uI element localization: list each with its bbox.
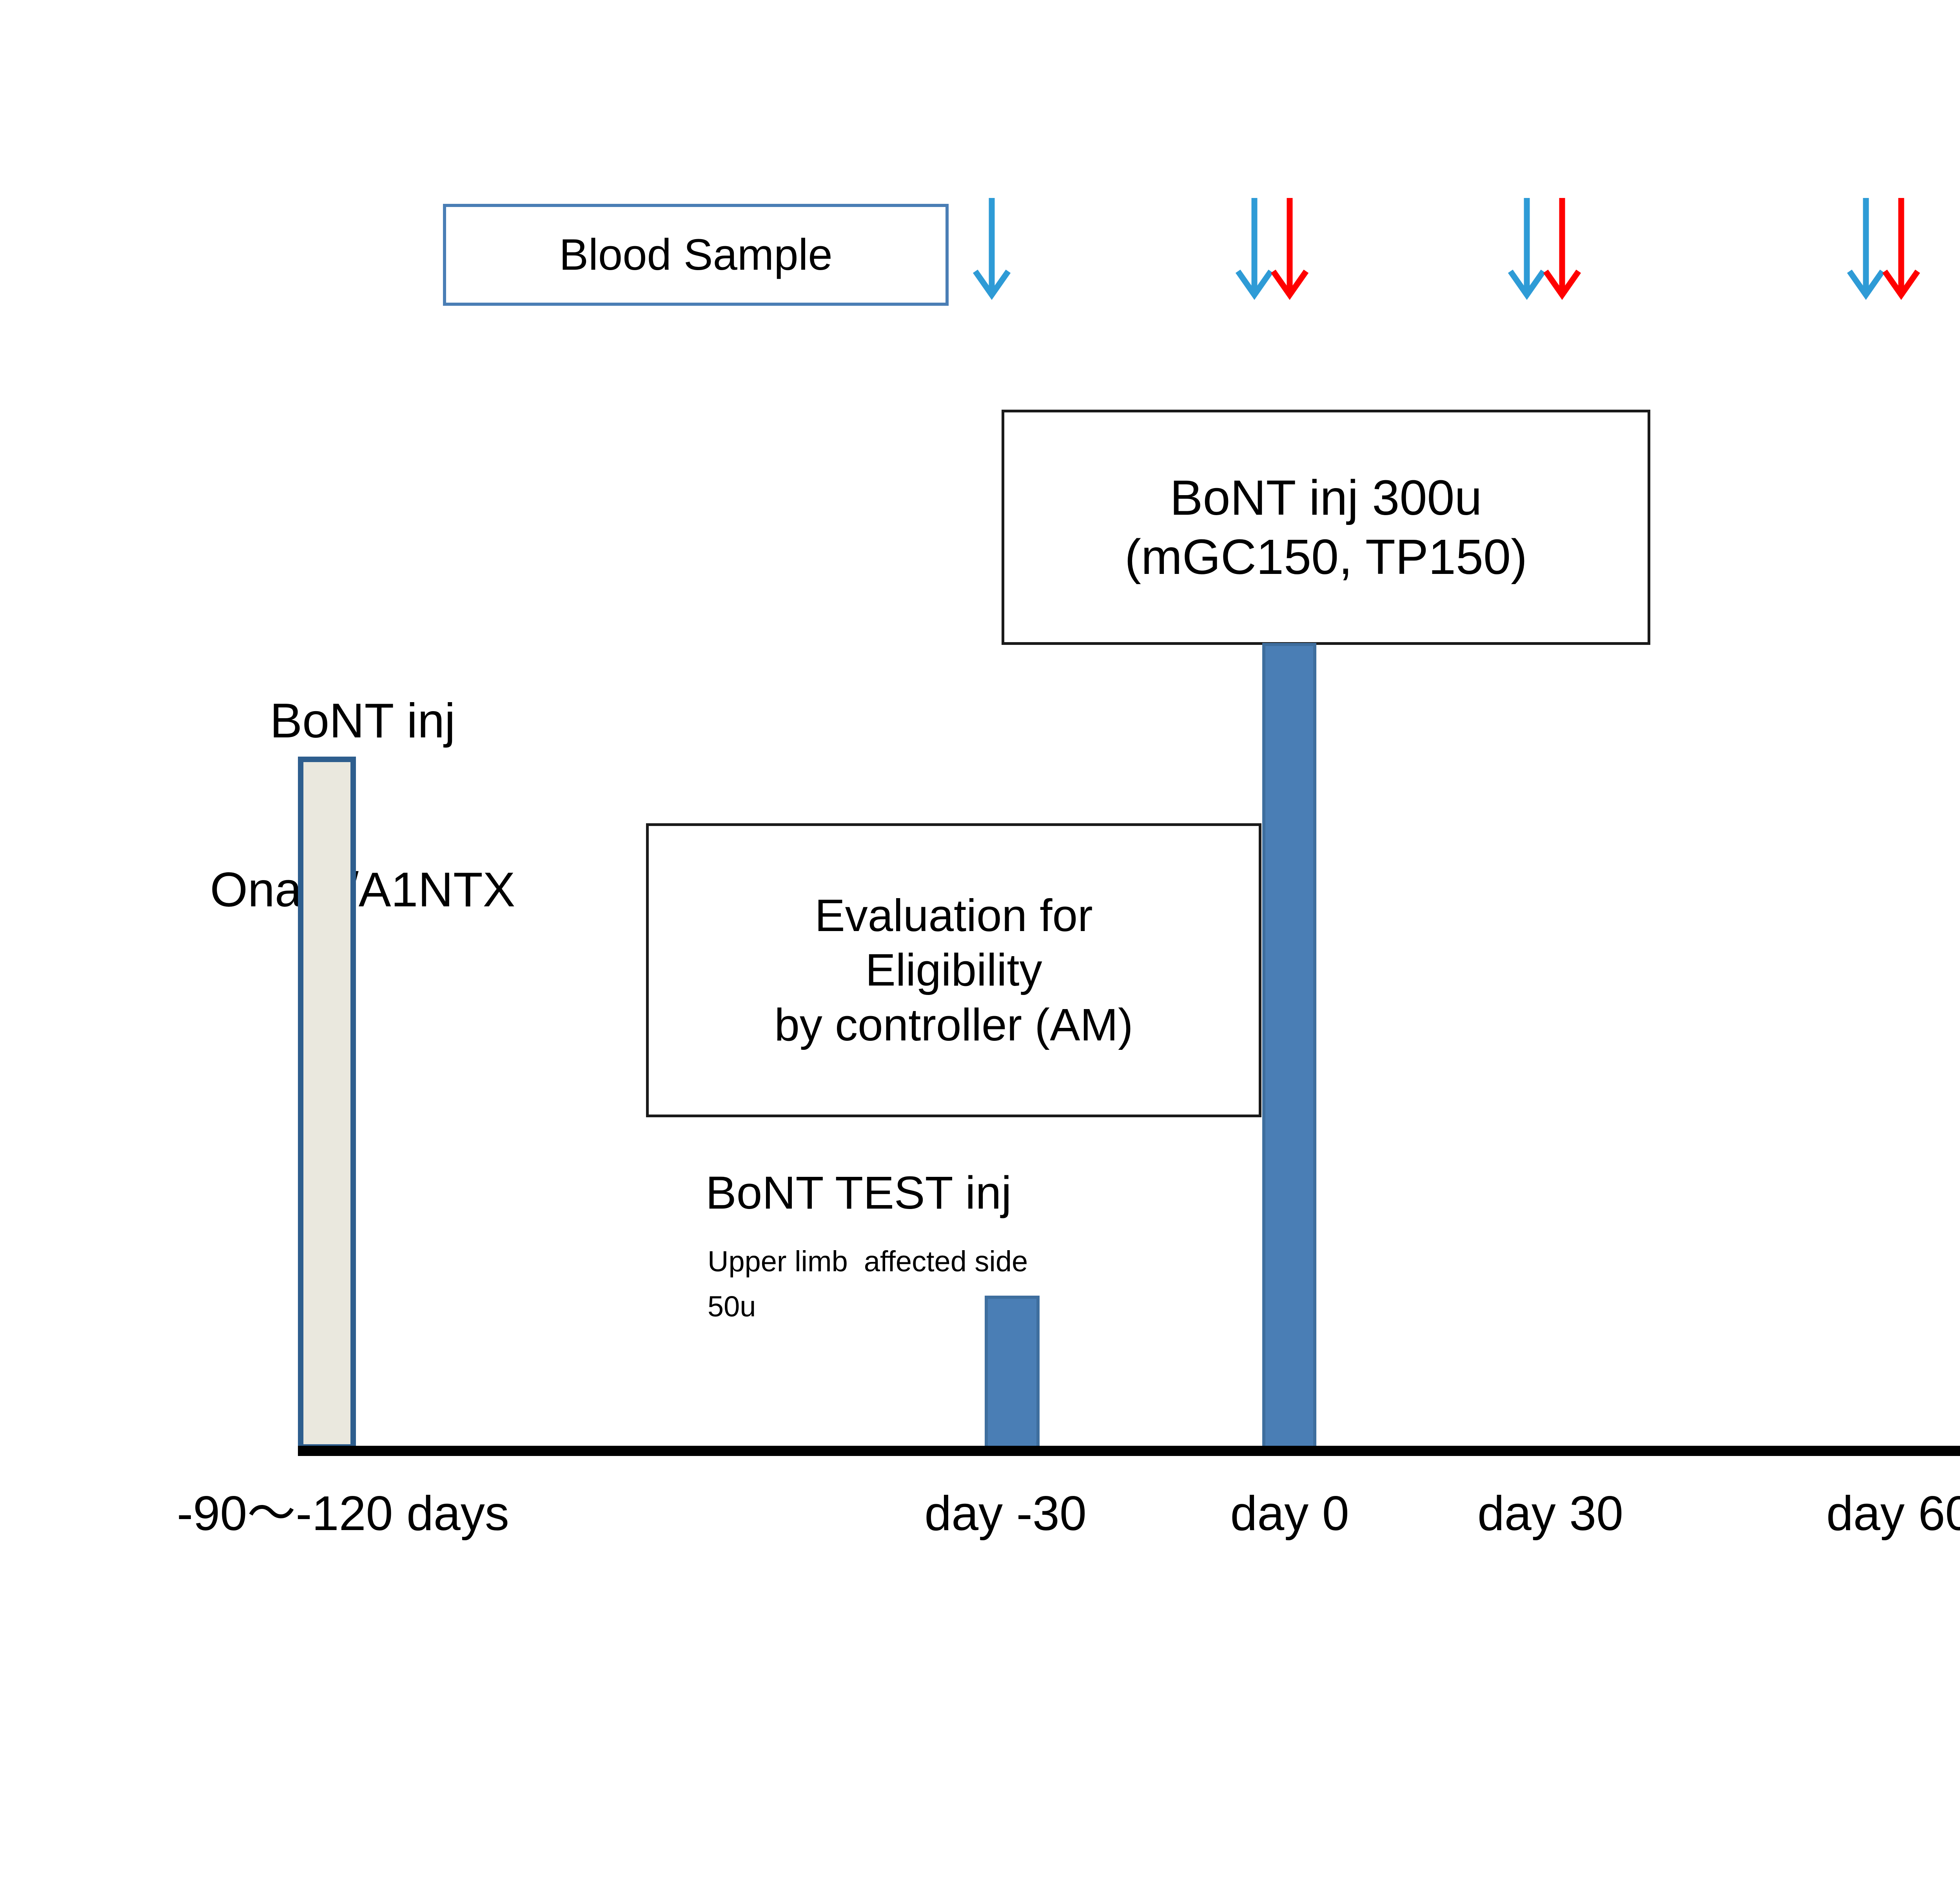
test-injection-heading: BoNT TEST inj: [706, 1167, 1012, 1219]
blood-sample-arrow-day-minus-30: [973, 198, 1011, 300]
eligibility-line-1: Evaluation for: [815, 890, 1093, 941]
prior-injection-label: BoNT inj OnaA /A1NTX: [129, 580, 596, 1031]
axis-label-day-0: day 0: [1230, 1487, 1349, 1541]
blood-sample-arrow-day-60: [1847, 198, 1885, 300]
blood-sample-arrow-day-30: [1508, 198, 1546, 300]
test-injection-detail-2: 50u: [708, 1290, 756, 1323]
assessment-arrow-day-30: [1543, 198, 1581, 300]
eligibility-callout: Evaluation for Eligibility by controller…: [646, 823, 1261, 1117]
axis-label-prior: -90〜-120 days: [177, 1487, 509, 1541]
axis-label-day-minus-30: day -30: [924, 1487, 1087, 1541]
blood-sample-callout: Blood Sample: [443, 204, 949, 306]
prior-injection-line-2: OnaA /A1NTX: [210, 863, 515, 917]
bont-main-callout: BoNT inj 300u (mGC150, TP150): [1002, 410, 1650, 645]
timeline-axis: [298, 1446, 1960, 1456]
bar-prior-injection: [298, 757, 356, 1450]
assessment-arrow-day-0: [1270, 198, 1309, 300]
test-injection-detail-1: Upper limb affected side: [708, 1245, 1028, 1278]
eligibility-line-3: by controller (AM): [774, 999, 1133, 1050]
blood-sample-label: Blood Sample: [559, 230, 833, 279]
blood-sample-arrow-day-0: [1235, 198, 1274, 300]
bar-main-injection: [1262, 643, 1316, 1450]
axis-label-day-60: day 60: [1826, 1487, 1960, 1541]
assessment-arrow-day-60: [1882, 198, 1920, 300]
axis-label-day-30: day 30: [1477, 1487, 1624, 1541]
bar-test-injection: [985, 1296, 1040, 1450]
eligibility-line-2: Eligibility: [865, 944, 1042, 996]
bont-main-line-1: BoNT inj 300u: [1170, 470, 1482, 525]
prior-injection-line-1: BoNT inj: [270, 693, 456, 748]
bont-main-line-2: (mGC150, TP150): [1124, 529, 1528, 585]
